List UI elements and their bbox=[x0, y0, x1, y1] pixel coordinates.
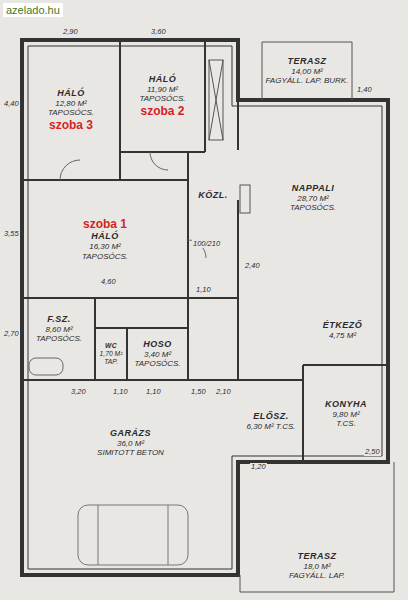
room-note: TAP. bbox=[103, 358, 119, 366]
dimension-label: 2,90 bbox=[62, 28, 79, 36]
room-note: TAPOSÓCS. bbox=[81, 252, 129, 262]
room-note: 18,0 M² bbox=[302, 562, 331, 572]
dimension-label: 2,40 bbox=[244, 262, 261, 270]
room-note: FAGYÁLL. LAP. BURK. bbox=[265, 76, 350, 86]
room-note: TAPOSÓCS. bbox=[289, 203, 337, 213]
room-area: HOSO3,40 M²TAPOSÓCS. bbox=[129, 331, 186, 377]
room-name: GARÁZS bbox=[109, 428, 152, 439]
room-name: HOSO bbox=[142, 339, 173, 350]
dimension-label: 3,55 bbox=[3, 230, 20, 238]
room-note: TAPOSÓCS. bbox=[138, 94, 186, 104]
room-note: 36,0 M² bbox=[116, 439, 145, 449]
dimension-label: 1,40 bbox=[356, 86, 373, 94]
dimension-label: 1,10 bbox=[195, 286, 212, 294]
room-note: 6,30 M² T.CS. bbox=[245, 422, 296, 432]
dimension-label: 3,20 bbox=[70, 388, 87, 396]
room-number-label: szoba 2 bbox=[139, 104, 185, 118]
room-name: KÖZL. bbox=[197, 190, 229, 201]
room-name: TERASZ bbox=[297, 551, 338, 562]
room-note: 4,75 M² bbox=[328, 331, 357, 341]
room-note: 16,30 M² bbox=[88, 242, 122, 252]
room-note: 28,70 M² bbox=[296, 194, 330, 204]
room-note: TAPOSÓCS. bbox=[35, 334, 83, 344]
room-note: TAPOSÓCS. bbox=[47, 108, 95, 118]
room-name: HÁLÓ bbox=[148, 74, 178, 85]
room-area: KÖZL. bbox=[191, 155, 235, 235]
room-name: NAPPALI bbox=[291, 183, 335, 194]
room-note: 12,80 M² bbox=[54, 99, 88, 109]
room-note: 1,70 M² bbox=[99, 350, 124, 358]
dimension-label: 1,50 bbox=[190, 388, 207, 396]
room-number-label: szoba 1 bbox=[82, 217, 128, 231]
room-name: HÁLÓ bbox=[56, 88, 86, 99]
room-area: HÁLÓ12,80 M²TAPOSÓCS.szoba 3 bbox=[25, 43, 117, 177]
room-note: TAPOSÓCS. bbox=[133, 359, 181, 369]
room-area: TERASZ18,0 M²FAGYÁLL. LAP. bbox=[242, 542, 392, 590]
room-note: 11,90 M² bbox=[146, 85, 179, 95]
room-area: NAPPALI28,70 M²TAPOSÓCS. bbox=[241, 103, 385, 293]
room-name: TERASZ bbox=[287, 56, 328, 67]
room-area: F.SZ.8,60 M²TAPOSÓCS. bbox=[25, 301, 93, 357]
room-note: 9,80 M² bbox=[331, 410, 360, 420]
room-name: ELŐSZ. bbox=[252, 411, 290, 422]
dimension-label: 100/210 bbox=[192, 240, 221, 248]
room-name: ÉTKEZŐ bbox=[322, 320, 364, 331]
room-area: WC1,70 M²TAP. bbox=[97, 331, 125, 377]
terrace-outlines bbox=[240, 42, 394, 592]
interior-walls bbox=[22, 40, 388, 462]
room-name: HÁLÓ bbox=[90, 231, 120, 242]
room-note: 3,40 M² bbox=[143, 350, 172, 360]
dimension-label: 1,10 bbox=[112, 388, 129, 396]
room-number-label: szoba 3 bbox=[48, 118, 94, 132]
dimension-label: 3,60 bbox=[150, 28, 167, 36]
room-area: ÉTKEZŐ4,75 M² bbox=[300, 300, 385, 360]
room-note: 8,60 M² bbox=[44, 325, 73, 335]
room-name: F.SZ. bbox=[46, 314, 72, 325]
room-area: ELŐSZ.6,30 M² T.CS. bbox=[241, 383, 301, 459]
bathtub bbox=[29, 358, 63, 375]
room-note: T.CS. bbox=[335, 419, 357, 429]
room-name: WC bbox=[104, 342, 118, 350]
room-note: SIMITOTT BETON bbox=[96, 448, 165, 458]
room-area: TERASZ14,00 M²FAGYÁLL. LAP. BURK. bbox=[262, 44, 352, 98]
dimension-label: 1,10 bbox=[145, 388, 162, 396]
room-note: 14,00 M² bbox=[290, 67, 324, 77]
dimension-label: 2,10 bbox=[215, 388, 232, 396]
car-outline bbox=[78, 505, 188, 565]
room-area: HÁLÓ11,90 M²TAPOSÓCS.szoba 2 bbox=[123, 43, 202, 149]
room-area: GARÁZS36,0 M²SIMITOTT BETON bbox=[25, 383, 236, 503]
dimension-label: 4,40 bbox=[3, 100, 20, 108]
watermark: azelado.hu bbox=[3, 3, 63, 17]
room-note: FAGYÁLL. LAP. bbox=[288, 571, 346, 581]
room-area: KONYHA9,80 M²T.CS. bbox=[306, 368, 386, 460]
room-name: KONYHA bbox=[324, 399, 368, 410]
dimension-label: 1,20 bbox=[250, 463, 267, 471]
dimension-label: 2,50 bbox=[364, 448, 381, 456]
door-swings bbox=[60, 152, 206, 258]
dimension-label: 4,60 bbox=[100, 278, 117, 286]
dimension-label: 2,70 bbox=[3, 330, 20, 338]
outer-walls bbox=[22, 40, 388, 575]
